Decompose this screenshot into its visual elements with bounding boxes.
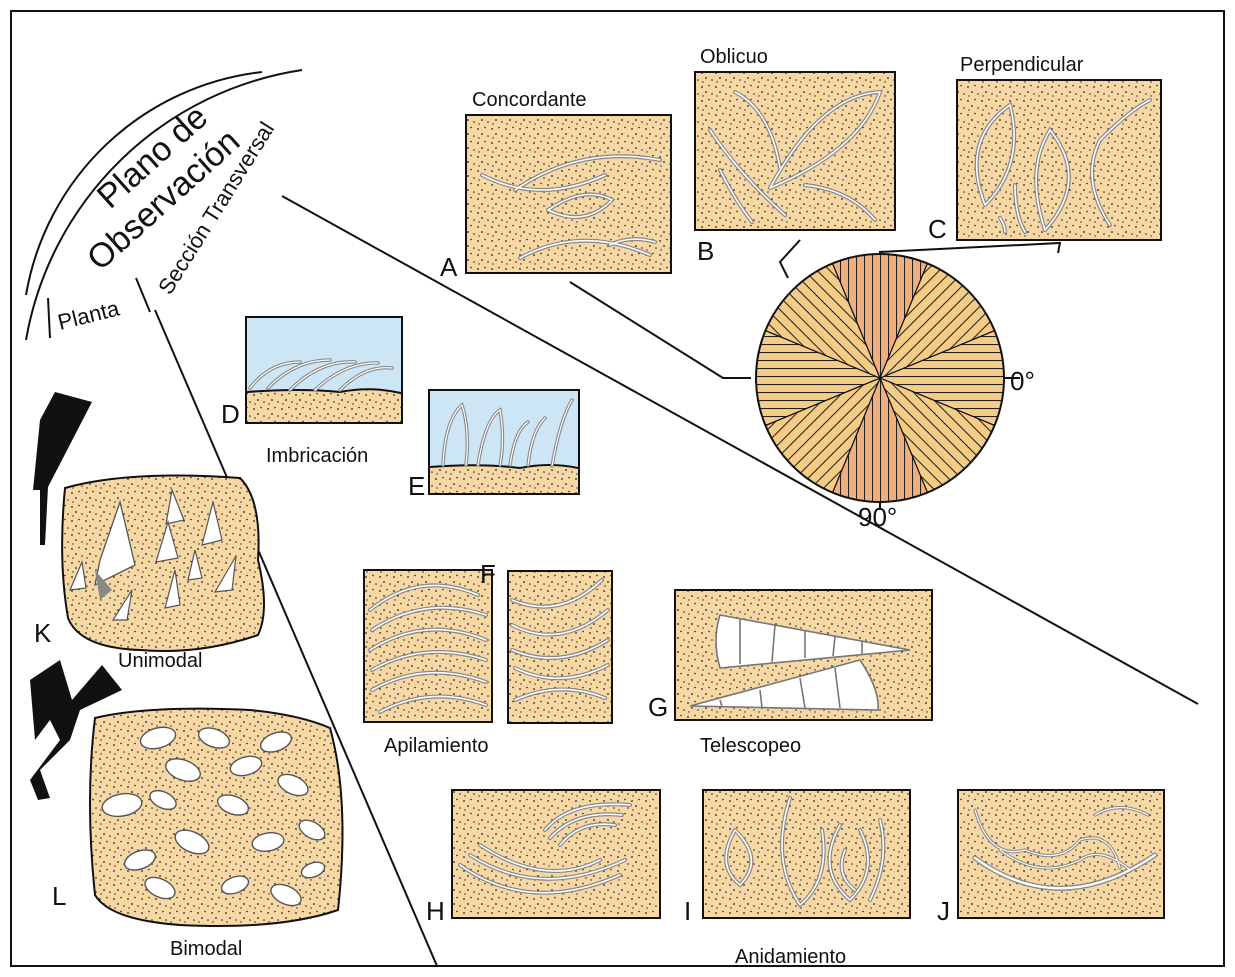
caption-k: Unimodal xyxy=(118,650,202,672)
caption-de: Imbricación xyxy=(266,445,368,467)
letter-j: J xyxy=(937,896,950,926)
panel-h: H xyxy=(426,790,660,926)
letter-d: D xyxy=(221,399,240,429)
letter-c: C xyxy=(928,214,947,244)
panel-j: J xyxy=(937,790,1164,926)
caption-l: Bimodal xyxy=(170,938,242,960)
letter-e: E xyxy=(408,471,425,501)
panel-h-box xyxy=(452,790,660,918)
letter-a: A xyxy=(440,252,458,282)
letter-i: I xyxy=(684,896,691,926)
caption-hij: Anidamiento xyxy=(735,946,846,968)
rose-label-90: 90° xyxy=(858,502,897,532)
letter-h: H xyxy=(426,896,445,926)
letter-k: K xyxy=(34,618,52,648)
panel-a: Concordante A xyxy=(440,89,671,282)
rose-label-0: 0° xyxy=(1010,366,1035,396)
panel-d: D xyxy=(221,317,402,429)
panel-c-box xyxy=(957,80,1161,240)
letter-f: F xyxy=(480,559,496,589)
panel-c: Perpendicular C xyxy=(928,54,1161,244)
caption-b: Oblicuo xyxy=(700,46,768,68)
caption-a: Concordante xyxy=(472,89,587,111)
letter-b: B xyxy=(697,236,714,266)
caption-c: Perpendicular xyxy=(960,54,1084,76)
panel-e: E xyxy=(408,390,579,501)
caption-g: Telescopeo xyxy=(700,735,801,757)
caption-f: Apilamiento xyxy=(384,735,489,757)
letter-l: L xyxy=(52,881,66,911)
panel-i: I xyxy=(684,790,910,926)
letter-g: G xyxy=(648,692,668,722)
